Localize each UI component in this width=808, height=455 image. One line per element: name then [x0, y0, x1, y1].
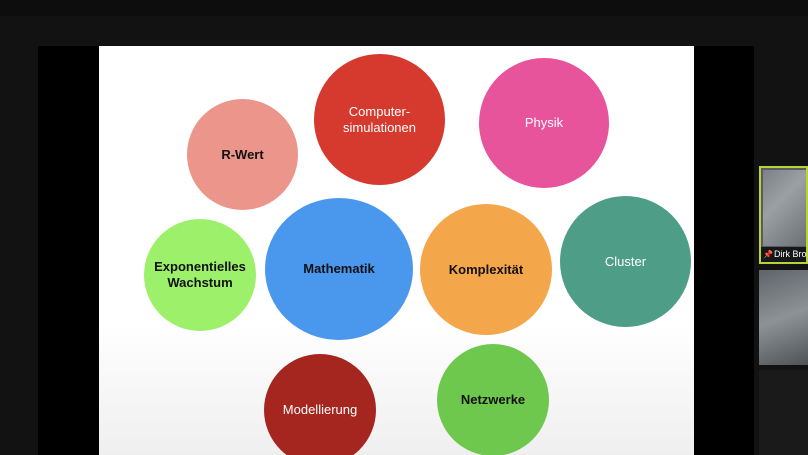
bubble-label: Physik	[524, 115, 564, 130]
bubble-label: R-Wert	[221, 146, 264, 162]
bubble-cluster: Cluster	[560, 196, 691, 327]
bubble-komplexitaet: Komplexität	[420, 204, 552, 335]
participant-name: Dirk Broc	[773, 249, 806, 259]
bubble-label: Modellierung	[282, 402, 358, 417]
bubble-mathematik: Mathematik	[265, 198, 413, 340]
bubble-netzwerke: Netzwerke	[437, 344, 549, 455]
bubble-label: Computer- simulationen	[343, 103, 416, 135]
bubble-modellierung: Modellierung	[264, 354, 376, 455]
participant-video	[763, 170, 806, 246]
shared-slide: Computer- simulationen Physik R-Wert Exp…	[99, 46, 694, 455]
bubble-physik: Physik	[479, 58, 609, 188]
bubble-label: Cluster	[604, 253, 647, 269]
participant-tile[interactable]	[759, 270, 808, 365]
pin-icon: 📌	[763, 250, 773, 259]
bubble-exponentielles-wachstum: Exponentielles Wachstum	[144, 219, 256, 331]
participant-name-label: 📌Dirk Broc	[761, 247, 806, 262]
bubble-r-wert: R-Wert	[187, 99, 298, 210]
bubble-label: Netzwerke	[460, 392, 526, 407]
participant-strip: 📌Dirk Broc	[759, 166, 808, 455]
bubble-label: Komplexität	[448, 261, 524, 277]
participant-tile-active[interactable]: 📌Dirk Broc	[759, 166, 808, 264]
participant-tile-empty	[759, 370, 808, 455]
meeting-top-bar	[0, 0, 808, 16]
bubble-computersimulationen: Computer- simulationen	[314, 54, 445, 185]
bubble-label: Mathematik	[303, 261, 375, 276]
bubble-label: Exponentielles Wachstum	[154, 259, 246, 290]
